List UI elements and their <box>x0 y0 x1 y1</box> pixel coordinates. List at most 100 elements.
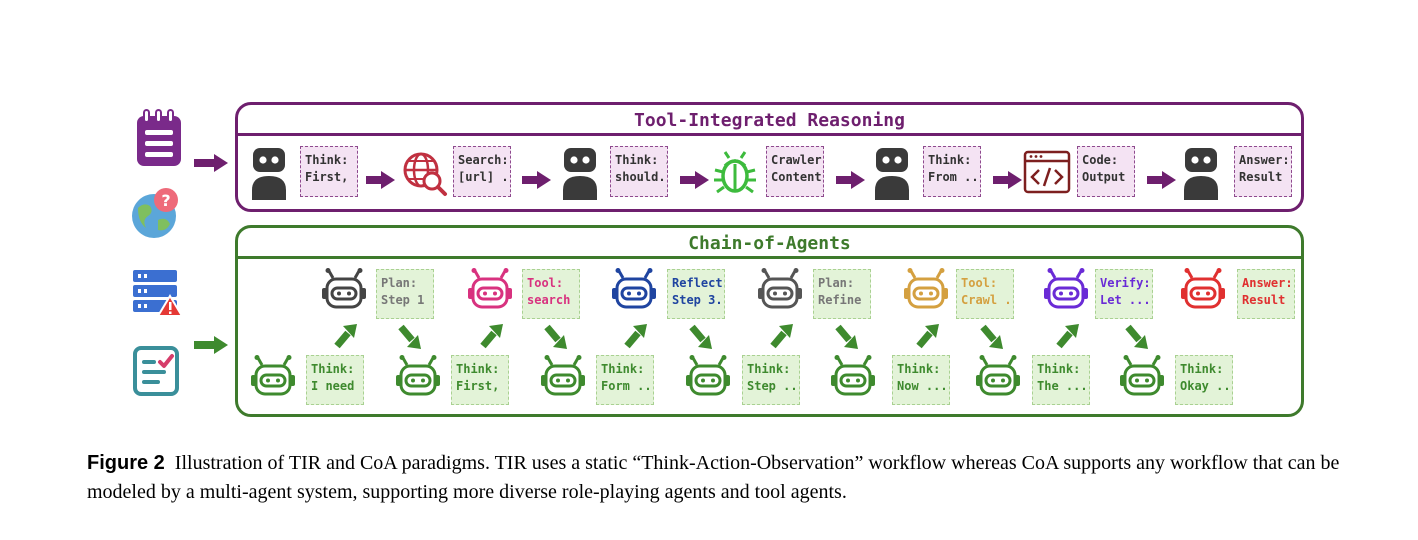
box-line-2: Okay ... <box>1180 379 1233 393</box>
tir-step-box: Search: [url] ... <box>453 146 511 197</box>
coa-agent-box: Answer: Result ... <box>1237 269 1295 319</box>
agent-robot-icon <box>1044 268 1088 309</box>
box-line-1: Code: <box>1082 153 1119 167</box>
tir-flow-arrow <box>1147 171 1176 189</box>
box-line-1: Tool: <box>961 276 998 290</box>
coa-think-box: Think: Now ... <box>892 355 950 405</box>
box-line-2: Form ... <box>601 379 654 393</box>
box-line-1: Search: <box>458 153 509 167</box>
agent-robot-icon <box>758 268 802 309</box>
box-line-1: Think: <box>1180 362 1224 376</box>
coa-think-box: Think: Form ... <box>596 355 654 405</box>
agent-robot-icon <box>468 268 512 309</box>
box-line-2: Result ... <box>1242 293 1294 307</box>
coa-think-box: Think: The ... <box>1032 355 1090 405</box>
coa-down-arrow <box>544 324 567 349</box>
coa-down-arrow <box>398 324 421 349</box>
box-line-1: Think: <box>747 362 791 376</box>
box-line-2: search ... <box>527 293 579 307</box>
tir-step-box: Crawler: Content... <box>766 146 824 197</box>
coa-agent-box: Plan: Refine ... <box>813 269 871 319</box>
coa-up-arrow <box>916 324 939 349</box>
code-window-icon <box>1023 150 1071 194</box>
green-robot-icon <box>1120 355 1164 396</box>
tir-step-box: Code: Output ... <box>1077 146 1135 197</box>
box-line-2: First, ... <box>305 170 357 184</box>
coa-agent-box: Tool: Crawl ... <box>956 269 1014 319</box>
box-line-1: Plan: <box>818 276 855 290</box>
tir-flow-arrow <box>836 171 865 189</box>
caption-label: Figure 2 <box>87 452 165 474</box>
box-line-1: Answer: <box>1242 276 1293 290</box>
box-line-1: Think: I <box>615 153 668 167</box>
notepad-icon <box>137 109 181 166</box>
globe-question-icon: ? <box>132 188 178 238</box>
box-line-1: Tool: <box>527 276 564 290</box>
green-robot-icon <box>396 355 440 396</box>
box-line-1: Think: <box>305 153 349 167</box>
tir-step-box: Answer:Result ... <box>1234 146 1292 197</box>
agent-icon <box>875 148 909 200</box>
coa-agent-box: Tool: search ... <box>522 269 580 319</box>
box-line-2: From ... <box>928 170 981 184</box>
box-line-2: First, ... <box>456 379 508 393</box>
coa-title: Chain-of-Agents <box>688 233 851 254</box>
box-line-2: Let ... <box>1100 293 1151 307</box>
box-line-1: Crawler: <box>771 153 824 167</box>
box-line-1: Think: <box>601 362 645 376</box>
box-line-2: Output ... <box>1082 170 1134 184</box>
tir-flow-arrow <box>993 171 1022 189</box>
coa-agent-box: Reflect: Step 3... <box>667 269 725 319</box>
checklist-icon <box>133 346 179 396</box>
box-line-2: Now ... <box>897 379 948 393</box>
tir-flow-arrow <box>680 171 709 189</box>
box-line-2: Content... <box>771 170 823 184</box>
bug-icon <box>714 151 756 194</box>
agent-robot-icon <box>612 268 656 309</box>
coa-up-arrow <box>1056 324 1079 349</box>
box-line-1: Think: <box>897 362 941 376</box>
green-robot-icon <box>251 355 295 396</box>
coa-entry-arrow <box>194 336 228 354</box>
green-robot-icon <box>976 355 1020 396</box>
box-line-1: Think: <box>456 362 500 376</box>
coa-up-arrow <box>480 324 503 349</box>
green-robot-icon <box>831 355 875 396</box>
coa-down-arrow <box>689 324 712 349</box>
tir-step-box: Think: From ... <box>923 146 981 197</box>
tir-step-box: Think: First, ... <box>300 146 358 197</box>
box-line-2: I need ... <box>311 379 363 393</box>
box-line-1: Reflect: <box>672 276 725 290</box>
coa-think-box: Think: I need ... <box>306 355 364 405</box>
agent-icon <box>563 148 597 200</box>
coa-up-arrow <box>624 324 647 349</box>
box-line-1: Think: <box>928 153 972 167</box>
box-line-2: Crawl ... <box>961 293 1013 307</box>
box-line-2: Refine ... <box>818 293 870 307</box>
coa-down-arrow <box>1125 324 1148 349</box>
figure-caption: Figure 2 Illustration of TIR and CoA par… <box>87 449 1347 507</box>
coa-panel: Chain-of-Agents <box>235 225 1304 417</box>
coa-think-box: Think: Okay ... <box>1175 355 1233 405</box>
coa-agent-box: Verify:Let ... <box>1095 269 1153 319</box>
box-line-2: [url] ... <box>458 170 510 184</box>
svg-text:?: ? <box>161 191 170 210</box>
agent-robot-icon <box>322 268 366 309</box>
box-line-2: Step 3... <box>672 293 724 307</box>
green-robot-icon <box>686 355 730 396</box>
box-line-1: Think: <box>1037 362 1081 376</box>
server-warning-icon <box>133 270 184 317</box>
box-line-2: Step ... <box>747 379 800 393</box>
tir-flow-arrow <box>522 171 551 189</box>
caption-text: Illustration of TIR and CoA paradigms. T… <box>87 452 1340 503</box>
box-line-1: Think: <box>311 362 355 376</box>
coa-think-box: Think: Step ... <box>742 355 800 405</box>
coa-up-arrow <box>334 324 357 349</box>
coa-think-box: Think: First, ... <box>451 355 509 405</box>
tir-entry-arrow <box>194 154 228 172</box>
box-line-2: The ... <box>1037 379 1088 393</box>
coa-agent-box: Plan:Step 1 ... <box>376 269 434 319</box>
agent-icon <box>1184 148 1218 200</box>
tir-panel: Tool-Integrated Reasoning <box>235 102 1304 212</box>
